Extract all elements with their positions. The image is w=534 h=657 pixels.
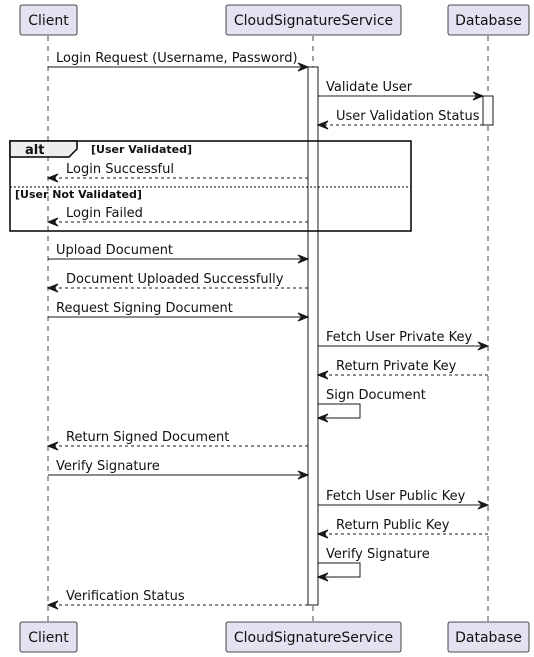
alt-frame <box>9 140 412 232</box>
message-label: Validate User <box>326 80 413 95</box>
alt-guard-not-validated: [User Not Validated] <box>15 188 142 201</box>
message-arrow: Verify Signature <box>48 459 310 480</box>
message-label: Fetch User Public Key <box>326 489 466 504</box>
message-label: Login Request (Username, Password) <box>56 51 298 66</box>
participant-foot-client[interactable]: Client <box>19 621 78 653</box>
participant-label: Database <box>455 13 522 29</box>
message-arrow: Request Signing Document <box>48 301 310 322</box>
message-arrow: User Validation Status <box>316 109 483 130</box>
message-arrow: Return Private Key <box>316 359 488 380</box>
message-label: Verification Status <box>66 589 185 604</box>
participant-head-database[interactable]: Database <box>447 4 530 36</box>
message-label: Verify Signature <box>56 459 160 474</box>
message-arrow: Login Failed <box>46 206 308 227</box>
participant-foot-database[interactable]: Database <box>447 621 530 653</box>
message-arrow: Return Public Key <box>316 518 488 539</box>
message-label: Return Private Key <box>336 359 457 374</box>
message-label: Upload Document <box>56 243 173 258</box>
message-arrow: Verification Status <box>46 589 308 610</box>
activation-bar-service <box>307 66 319 606</box>
activation-bar-database <box>482 95 494 126</box>
alt-fragment: alt [User Validated] [User Not Validated… <box>9 140 412 232</box>
message-arrow: Upload Document <box>48 243 310 264</box>
message-arrow: Login Successful <box>46 162 308 183</box>
message-label: Return Public Key <box>336 518 450 533</box>
message-arrow: Fetch User Public Key <box>318 489 490 510</box>
participant-label: CloudSignatureService <box>234 13 393 29</box>
message-label: Document Uploaded Successfully <box>66 272 284 287</box>
alt-keyword: alt <box>25 143 44 158</box>
message-label: User Validation Status <box>336 109 480 124</box>
message-label: Fetch User Private Key <box>326 330 472 345</box>
message-label: Return Signed Document <box>66 430 229 445</box>
message-label: Login Successful <box>66 162 174 177</box>
alt-guard-validated: [User Validated] <box>91 143 192 156</box>
alt-header-tab <box>9 140 78 158</box>
message-arrow: Verify Signature <box>316 547 430 582</box>
message-arrow: Login Request (Username, Password) <box>48 51 310 72</box>
message-arrow: Sign Document <box>316 388 426 423</box>
message-label: Login Failed <box>66 206 143 221</box>
participant-head-cloudsignatureservice[interactable]: CloudSignatureService <box>225 4 402 36</box>
participant-label: CloudSignatureService <box>234 630 393 646</box>
participant-label: Client <box>28 630 69 646</box>
participant-head-client[interactable]: Client <box>19 4 78 36</box>
participant-label: Client <box>28 13 69 29</box>
message-label: Sign Document <box>326 388 426 403</box>
participant-foot-cloudsignatureservice[interactable]: CloudSignatureService <box>225 621 402 653</box>
message-arrow: Return Signed Document <box>46 430 308 451</box>
messages-layer: Login Request (Username, Password) Valida… <box>46 51 490 610</box>
participant-label: Database <box>455 630 522 646</box>
message-arrow: Validate User <box>318 80 485 101</box>
message-arrow: Fetch User Private Key <box>318 330 490 351</box>
message-label: Request Signing Document <box>56 301 233 316</box>
message-arrow: Document Uploaded Successfully <box>46 272 308 293</box>
message-label: Verify Signature <box>326 547 430 562</box>
